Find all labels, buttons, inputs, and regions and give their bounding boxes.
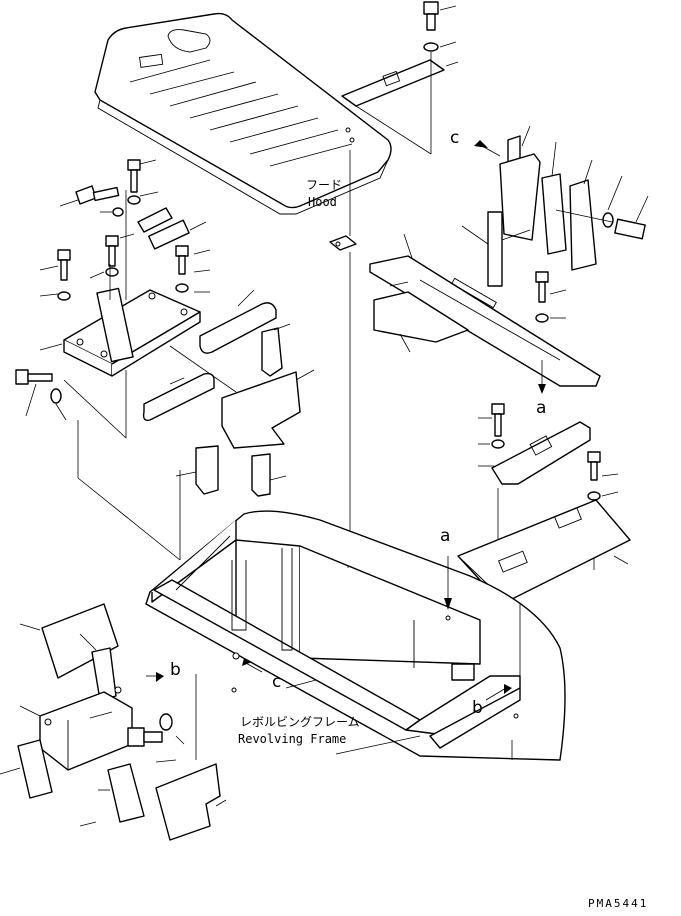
middle-pads (142, 289, 315, 497)
reference-letter-b-right: b (472, 698, 483, 718)
frame-label-jp: レボルビングフレーム (240, 715, 360, 729)
hood-label-jp: フード (306, 178, 343, 192)
hood-label-en: Hood (308, 195, 337, 209)
upper-right-panels (461, 125, 649, 287)
hood-bolt (355, 1, 459, 155)
hood-latch (329, 150, 357, 560)
reference-letter-c-mid: c (272, 672, 282, 692)
right-side-cover (478, 403, 619, 570)
lower-left-parts (0, 420, 227, 841)
hood-cover-plate (341, 59, 445, 107)
revolving-frame (145, 510, 566, 761)
frame-label-en: Revolving Frame (238, 732, 347, 746)
left-side-bolt (15, 369, 127, 439)
right-long-cover (369, 233, 601, 387)
reference-letter-a-mid: a (440, 526, 451, 546)
reference-letter-b-left: b (170, 660, 181, 680)
left-bracket-assembly (39, 159, 211, 377)
right-plate-bolt (535, 271, 567, 394)
reference-letter-c-top: c (450, 128, 460, 148)
drawing-code: PMA5441 (588, 897, 649, 910)
hood-panel (94, 12, 392, 215)
reference-letter-a-top: a (536, 398, 547, 418)
